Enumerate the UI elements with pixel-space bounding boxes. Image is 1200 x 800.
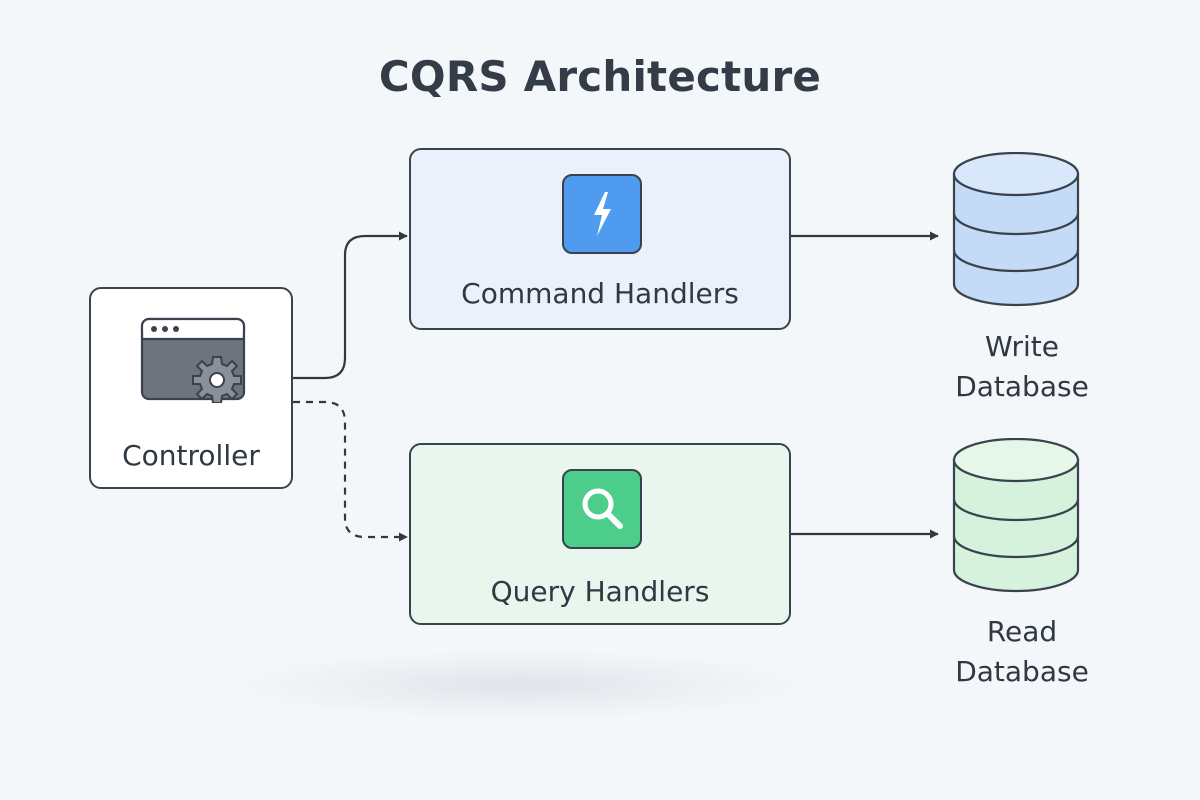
write-database-label: Write Database (912, 327, 1132, 407)
floor-shadow (240, 650, 800, 720)
command-icon-tile (562, 174, 642, 254)
read-database-icon[interactable] (948, 438, 1084, 598)
controller-node[interactable]: Controller (89, 287, 293, 489)
command-handlers-node[interactable]: Command Handlers (409, 148, 791, 330)
read-database-label: Read Database (912, 612, 1132, 692)
query-handlers-node[interactable]: Query Handlers (409, 443, 791, 625)
controller-label: Controller (122, 439, 260, 472)
magnifier-icon (582, 488, 623, 529)
write-database-label-line2: Database (955, 370, 1089, 403)
lightning-bolt-icon (594, 192, 611, 236)
window-gear-icon (140, 317, 246, 403)
edge-controller-to-query (293, 400, 408, 542)
query-icon-tile (562, 469, 642, 549)
query-handlers-label: Query Handlers (490, 575, 710, 608)
read-database-label-line2: Database (955, 655, 1089, 688)
command-handlers-label: Command Handlers (461, 277, 739, 310)
edge-controller-to-command (293, 231, 408, 380)
write-database-label-line1: Write (985, 330, 1059, 363)
write-database-icon[interactable] (948, 152, 1084, 312)
diagram-title: CQRS Architecture (378, 52, 822, 101)
read-database-label-line1: Read (986, 615, 1058, 648)
